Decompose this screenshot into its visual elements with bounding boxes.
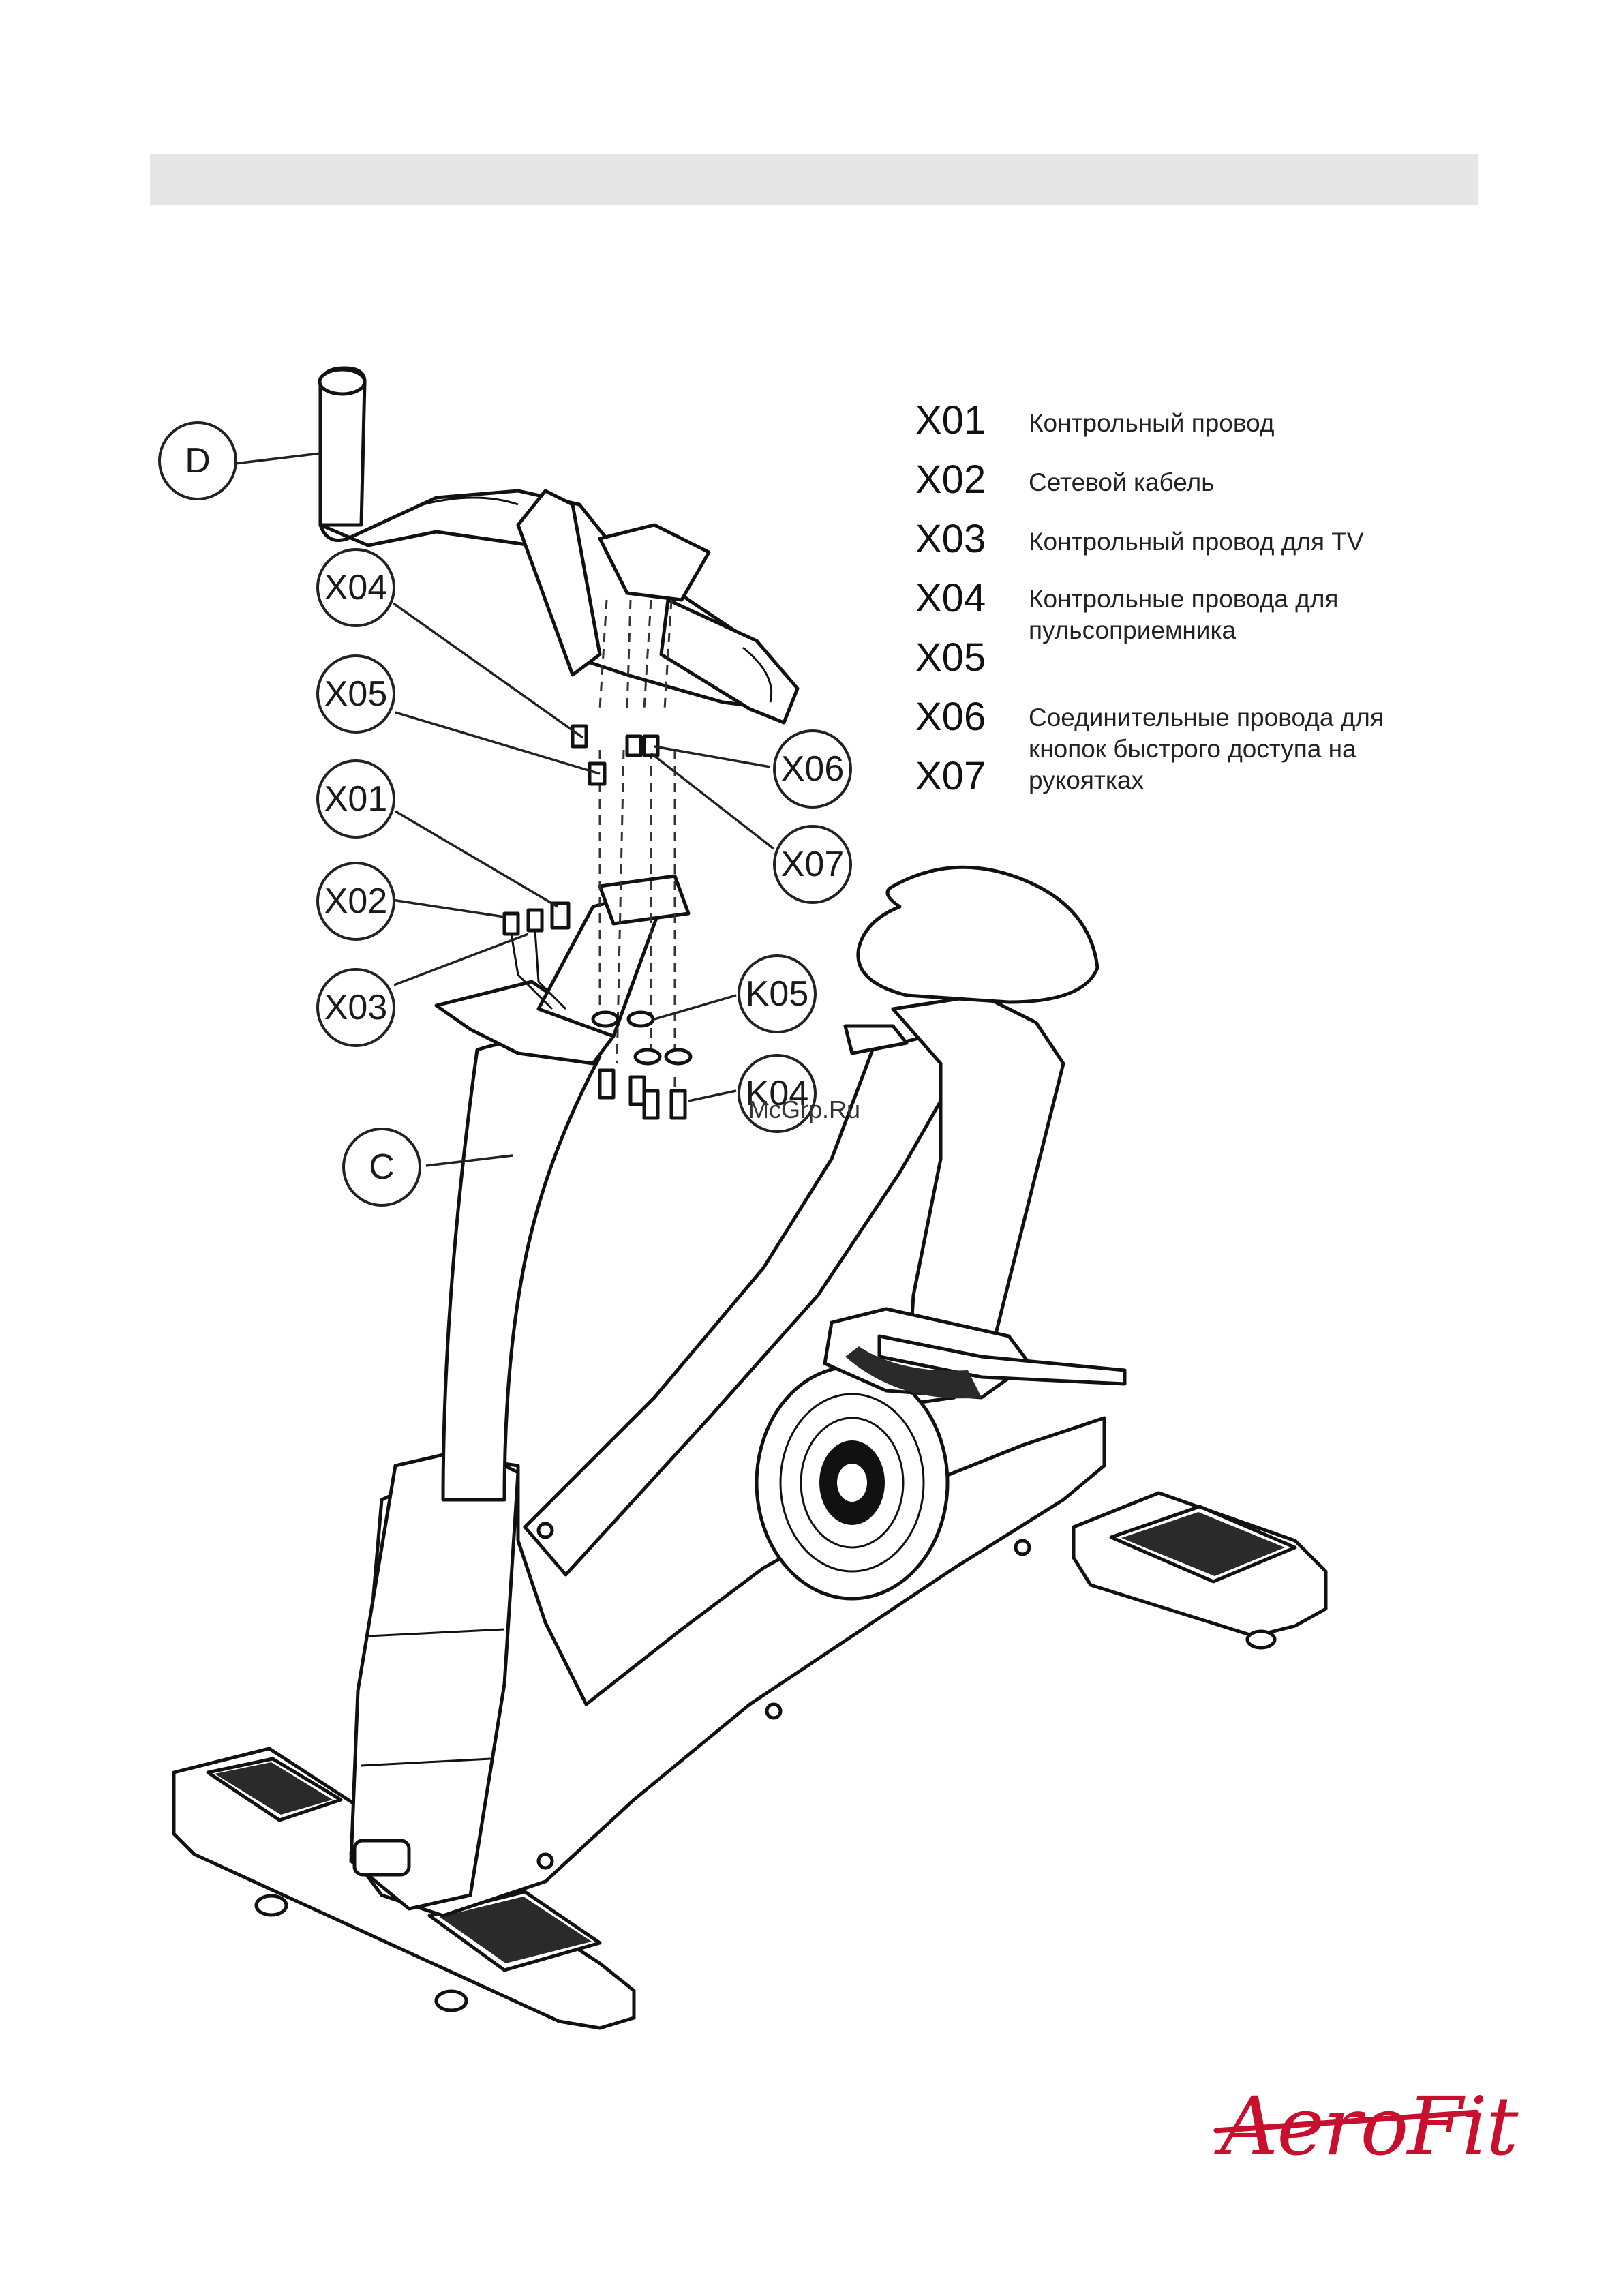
callout-k05-label: K05 xyxy=(746,974,809,1014)
handlebar-assembly xyxy=(320,368,798,723)
callout-x02-label: X02 xyxy=(324,881,388,921)
callout-d: D xyxy=(160,423,236,499)
callout-x06: X06 xyxy=(774,731,851,807)
callout-x05: X05 xyxy=(318,656,394,732)
callout-x01-label: X01 xyxy=(324,779,388,819)
callout-c-label: C xyxy=(369,1147,395,1187)
legend-desc: Контрольный провод xyxy=(1029,408,1451,439)
legend-code: X03 xyxy=(915,517,986,561)
watermark: McGrp.Ru xyxy=(748,1096,860,1124)
callout-x01: X01 xyxy=(318,761,394,837)
callout-x06-label: X06 xyxy=(781,749,845,789)
legend-code: X01 xyxy=(915,399,986,442)
legend-desc: Контрольный провод для TV xyxy=(1029,526,1451,558)
legend-code: X04 xyxy=(915,577,986,620)
callout-k05: K05 xyxy=(739,956,815,1032)
callout-c: C xyxy=(344,1129,420,1205)
callout-x07-label: X07 xyxy=(781,845,845,884)
callout-d-label: D xyxy=(185,441,211,481)
legend-code: X06 xyxy=(915,695,986,739)
legend-desc: Контрольные провода для пульсоприемника xyxy=(1029,584,1451,646)
callout-x07: X07 xyxy=(774,826,851,903)
callout-x05-label: X05 xyxy=(324,674,388,714)
callout-x03: X03 xyxy=(318,969,394,1046)
callout-x04-label: X04 xyxy=(324,568,388,607)
legend-code: X05 xyxy=(915,636,986,680)
legend-code: X07 xyxy=(915,755,986,798)
callout-x02: X02 xyxy=(318,863,394,939)
legend-desc: Соединительные провода для кнопок быстро… xyxy=(1029,702,1451,796)
callout-x03-label: X03 xyxy=(324,988,388,1027)
legend-code: X02 xyxy=(915,458,986,502)
callout-x04: X04 xyxy=(318,549,394,626)
legend-desc: Сетевой кабель xyxy=(1029,467,1451,498)
